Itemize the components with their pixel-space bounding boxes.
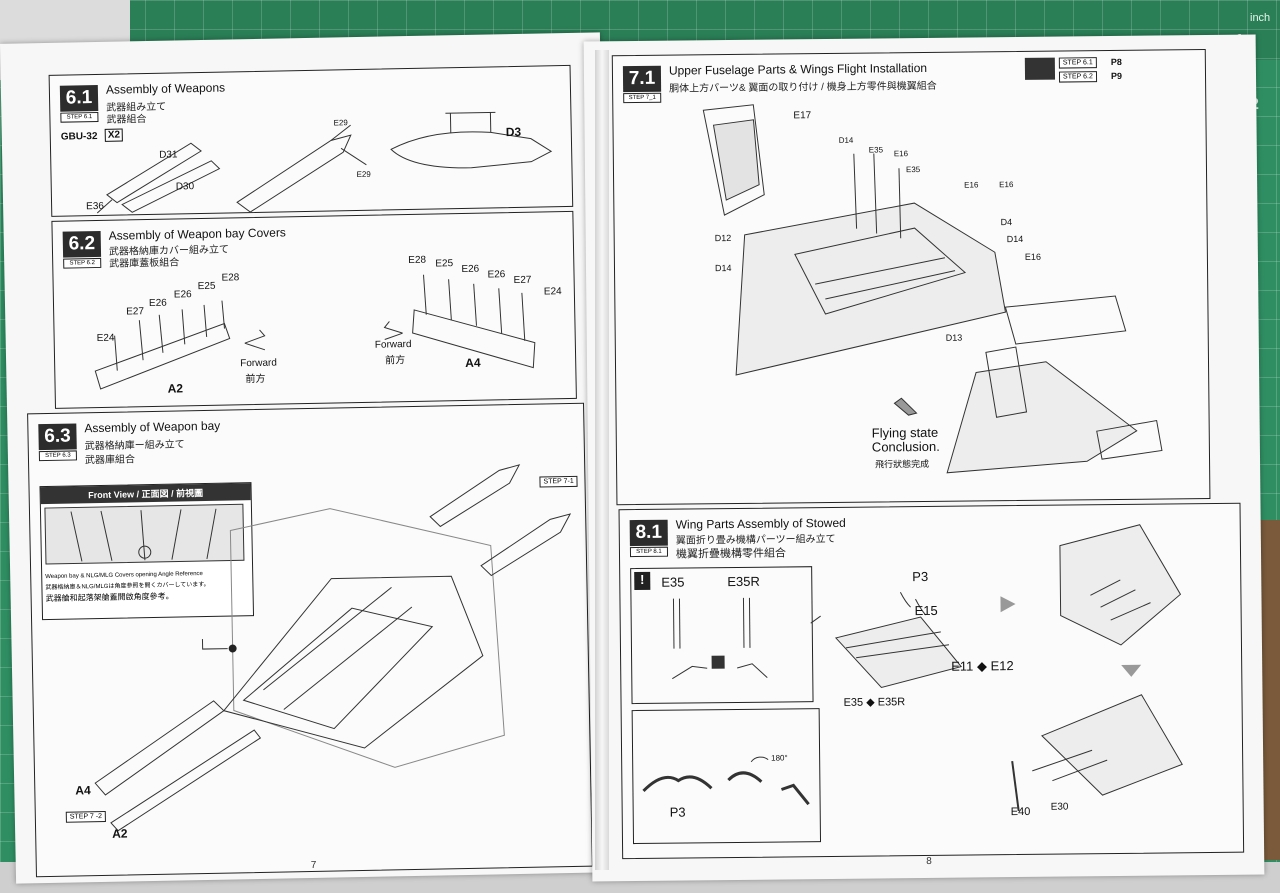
part-label: E16	[893, 149, 909, 159]
part-label: D3	[505, 124, 522, 140]
forward-label: Forward	[240, 357, 277, 370]
part-label: D14	[838, 135, 854, 145]
part-label: E36	[86, 200, 105, 213]
caution-drawing	[672, 597, 768, 680]
part-label: E24	[96, 332, 115, 345]
forward-label: Forward	[374, 338, 412, 351]
part-label: E35	[868, 145, 884, 155]
part-label: E16	[964, 180, 979, 190]
subassembly-label: A4	[75, 783, 91, 798]
page-number: 8	[926, 855, 932, 867]
part-label: D30	[175, 181, 195, 193]
conclusion-label: Conclusion.	[871, 438, 940, 455]
part-label: E24	[543, 286, 562, 298]
part-label: E27	[513, 274, 532, 287]
p3-inset: 180° P3	[631, 708, 822, 845]
part-label: E26	[173, 289, 192, 301]
instruction-page-right: 7.1 STEP 7_1 Upper Fuselage Parts & Wing…	[583, 34, 1265, 882]
part-label: D31	[159, 149, 178, 161]
part-label: D12	[714, 233, 732, 244]
part-label: E15	[914, 602, 938, 619]
forward-label-cn: 前方	[245, 373, 266, 386]
part-label: E27	[126, 306, 145, 318]
part-label: D4	[1000, 217, 1013, 228]
part-label: E16	[1024, 251, 1041, 262]
part-label: E28	[221, 272, 240, 284]
conclusion-label-cn: 飛行狀態完成	[875, 458, 930, 470]
p3-drawing	[642, 756, 810, 806]
bay-cover-drawing	[94, 274, 536, 390]
step-reference-chip: STEP 7-1	[539, 475, 578, 488]
part-label: E25	[197, 280, 216, 293]
part-label: E17	[793, 110, 812, 122]
page-number: 7	[310, 859, 317, 872]
part-label: E28	[408, 254, 427, 267]
wing-fold-drawing	[810, 524, 1183, 812]
subassembly-label: A2	[112, 826, 128, 841]
part-label: E11 ◆ E12	[951, 658, 1014, 674]
weapon-bay-drawing	[94, 464, 572, 832]
part-label: E40	[1010, 805, 1031, 819]
part-label: D14	[714, 263, 732, 274]
part-label: E26	[461, 263, 480, 276]
weapon-assembly-drawing	[96, 111, 553, 214]
part-label: P3	[912, 568, 929, 585]
instruction-page-left: 6.1 STEP 6.1 Assembly of Weapons 武器組み立て …	[0, 32, 617, 884]
part-label: D14	[1006, 233, 1024, 245]
step-8-1-panel: 8.1 STEP 8.1 Wing Parts Assembly of Stow…	[618, 502, 1245, 860]
front-view-drawing	[44, 503, 245, 565]
ruler-unit: inch	[1250, 12, 1271, 24]
part-label: E29	[356, 169, 371, 180]
forward-label-cn: 前方	[385, 355, 406, 367]
step-6-3-panel: 6.3 STEP 6.3 Assembly of Weapon bay 武器格納…	[27, 402, 593, 878]
part-label: E30	[1050, 801, 1069, 813]
part-label: D13	[945, 332, 963, 343]
front-view-reference-box: Front View / 正面図 / 前視圖 Weapon bay & NLG/…	[39, 482, 255, 621]
subassembly-label: A4	[465, 355, 481, 370]
part-label: E35 ◆ E35R	[843, 696, 906, 709]
caution-inset: ! E35 E35R	[630, 566, 814, 705]
step-reference-chip: STEP 7 -2	[65, 810, 107, 823]
upper-fuselage-drawing	[702, 104, 1163, 474]
step-6-1-panel: 6.1 STEP 6.1 Assembly of Weapons 武器組み立て …	[48, 64, 574, 217]
step-7-1-panel: 7.1 STEP 7_1 Upper Fuselage Parts & Wing…	[611, 49, 1211, 506]
step-6-2-panel: 6.2 STEP 6.2 Assembly of Weapon bay Cove…	[51, 210, 577, 409]
part-label: E16	[999, 180, 1014, 190]
part-label: E35	[905, 165, 921, 175]
part-label: E25	[435, 258, 454, 270]
part-label: E26	[148, 297, 167, 310]
part-label: E29	[333, 118, 348, 128]
part-label: E26	[487, 269, 506, 281]
subassembly-label: A2	[167, 381, 184, 396]
book-gutter	[595, 50, 609, 870]
